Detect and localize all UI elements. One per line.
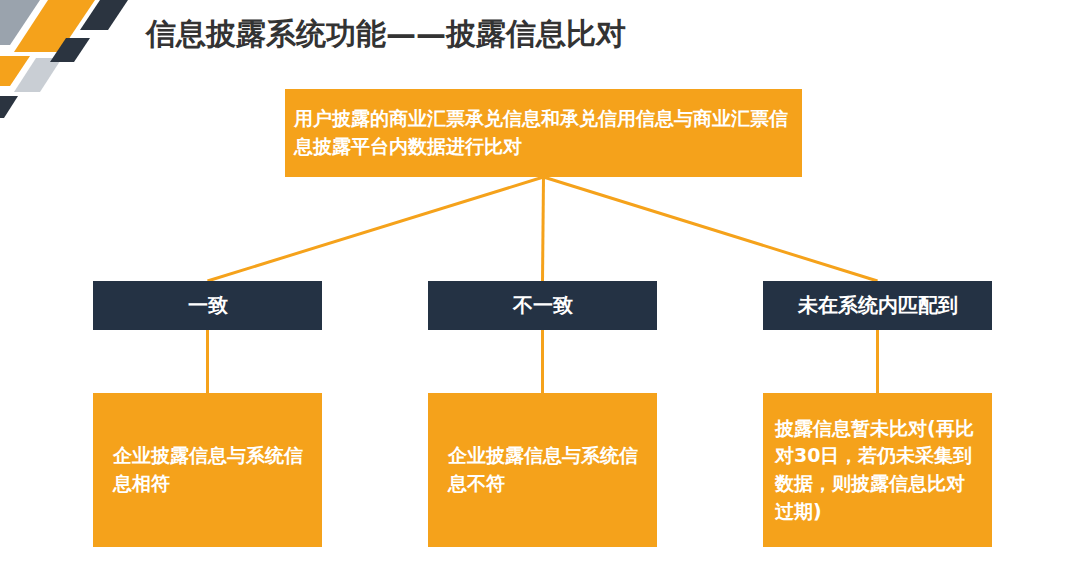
connector-line — [208, 177, 544, 281]
box-text: 一致 — [188, 291, 228, 320]
box-text: 企业披露信息与系统信息相符 — [113, 442, 303, 497]
outcome-box: 披露信息暂未比对(再比对30日，若仍未采集到数据，则披露信息比对过期) — [763, 393, 992, 547]
connector-line — [876, 330, 879, 393]
result-box: 不一致 — [428, 281, 657, 330]
result-box: 一致 — [93, 281, 322, 330]
connector-line — [543, 177, 544, 281]
box-text: 企业披露信息与系统信息不符 — [448, 442, 638, 497]
process-box: 用户披露的商业汇票承兑信息和承兑信用信息与商业汇票信息披露平台内数据进行比对 — [285, 89, 802, 177]
connector-line — [541, 330, 544, 393]
connector-line — [544, 177, 878, 281]
box-text: 未在系统内匹配到 — [798, 291, 958, 320]
slide-title: 信息披露系统功能——披露信息比对 — [146, 14, 626, 55]
outcome-box: 企业披露信息与系统信息不符 — [428, 393, 657, 547]
deco-shard — [14, 58, 62, 92]
result-box: 未在系统内匹配到 — [763, 281, 992, 330]
box-text: 不一致 — [513, 291, 573, 320]
outcome-box: 企业披露信息与系统信息相符 — [93, 393, 322, 547]
deco-shard — [0, 96, 18, 118]
deco-shard — [50, 38, 90, 62]
connector-line — [206, 330, 209, 393]
box-text: 披露信息暂未比对(再比对30日，若仍未采集到数据，则披露信息比对过期) — [775, 415, 980, 525]
deco-shard — [80, 0, 128, 30]
box-text: 用户披露的商业汇票承兑信息和承兑信用信息与商业汇票信息披露平台内数据进行比对 — [294, 105, 794, 160]
corner-decoration — [0, 0, 160, 130]
